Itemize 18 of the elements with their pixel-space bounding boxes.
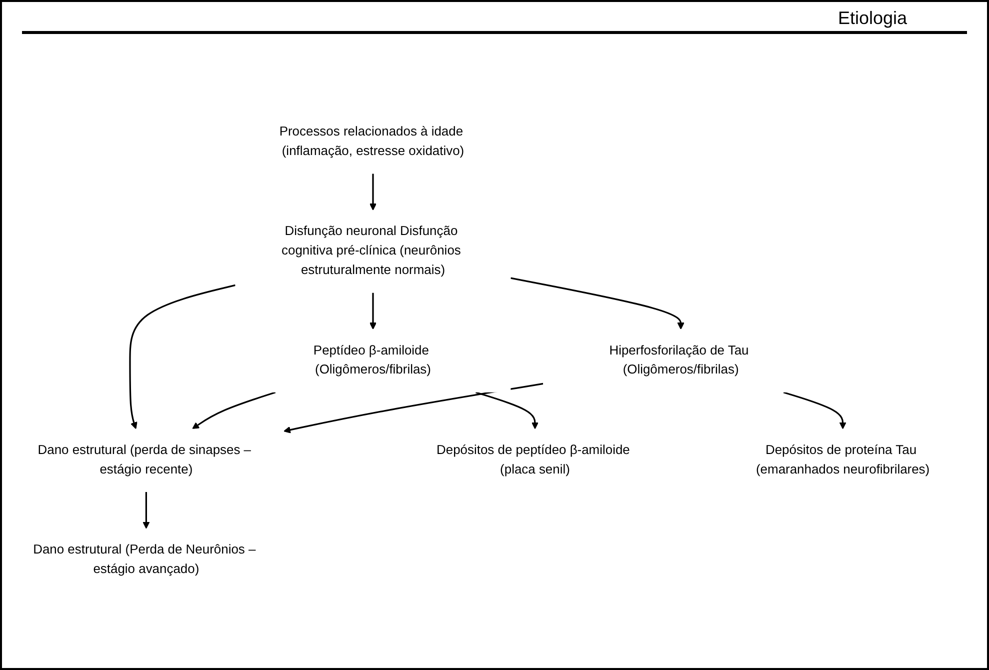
- node-text: Dano estrutural (Perda de Neurônios – estágio avançado): [33, 542, 256, 576]
- section-label: Etiologia: [838, 8, 907, 29]
- node-text: Peptídeo β-amiloide (Oligômeros/fibrilas): [313, 344, 431, 377]
- node-text: Hiperfosforilação de Tau (Oligômeros/fibrilas): [609, 344, 749, 377]
- node-text: Depósitos de peptídeo β-amiloide (placa senil): [436, 443, 630, 477]
- arrow: [476, 392, 539, 430]
- arrow: [369, 174, 377, 210]
- arrow: [510, 277, 684, 330]
- arrow: [783, 392, 846, 430]
- node-text: Disfunção neuronal Disfunção cognitiva pré-clínica (neurônios estruturalmente normais): [282, 224, 461, 278]
- node-text: Dano estrutural (perda de sinapses – estágio recente): [38, 443, 252, 477]
- arrow: [284, 382, 544, 434]
- arrow: [142, 492, 150, 529]
- arrow: [369, 292, 377, 330]
- arrow: [192, 392, 276, 430]
- node-text: Depósitos de proteína Tau (emaranhados neurofibrilares): [756, 443, 930, 477]
- node-text: Processos relacionados à idade (inflamação, estresse oxidativo): [279, 125, 464, 158]
- arrow: [129, 284, 236, 430]
